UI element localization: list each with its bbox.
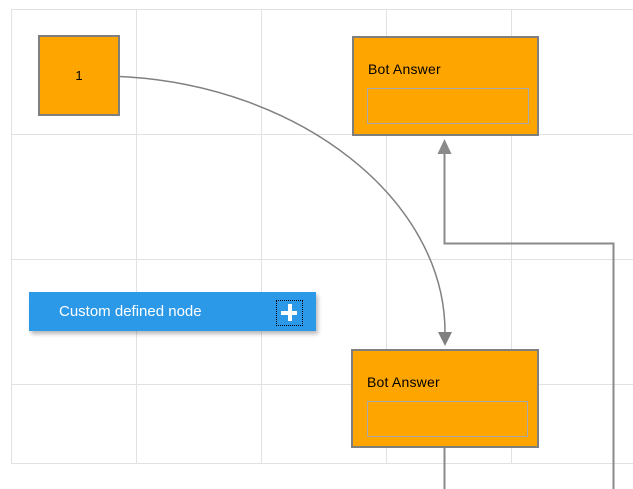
node-title: Bot Answer [367,374,440,390]
node-start-label: 1 [75,68,83,83]
bot-answer-input[interactable] [367,88,529,124]
connector-orthogonal-path[interactable] [443,153,615,489]
node-start[interactable]: 1 [38,35,120,116]
node-title: Bot Answer [368,61,441,77]
plus-icon [277,301,302,325]
bot-answer-input[interactable] [367,401,528,437]
node-bot-answer-top[interactable]: Bot Answer [352,36,539,136]
connector-curve[interactable] [119,75,452,347]
connector-orthogonal[interactable] [437,139,615,489]
node-custom-defined[interactable]: Custom defined node [29,292,316,331]
arrowhead-down-icon [438,332,452,346]
arrowhead-up-icon [437,139,452,154]
add-port-button[interactable] [276,300,303,326]
node-bot-answer-bottom[interactable]: Bot Answer [351,349,539,448]
connector-curve-path[interactable] [119,75,446,333]
custom-node-label: Custom defined node [59,303,202,320]
